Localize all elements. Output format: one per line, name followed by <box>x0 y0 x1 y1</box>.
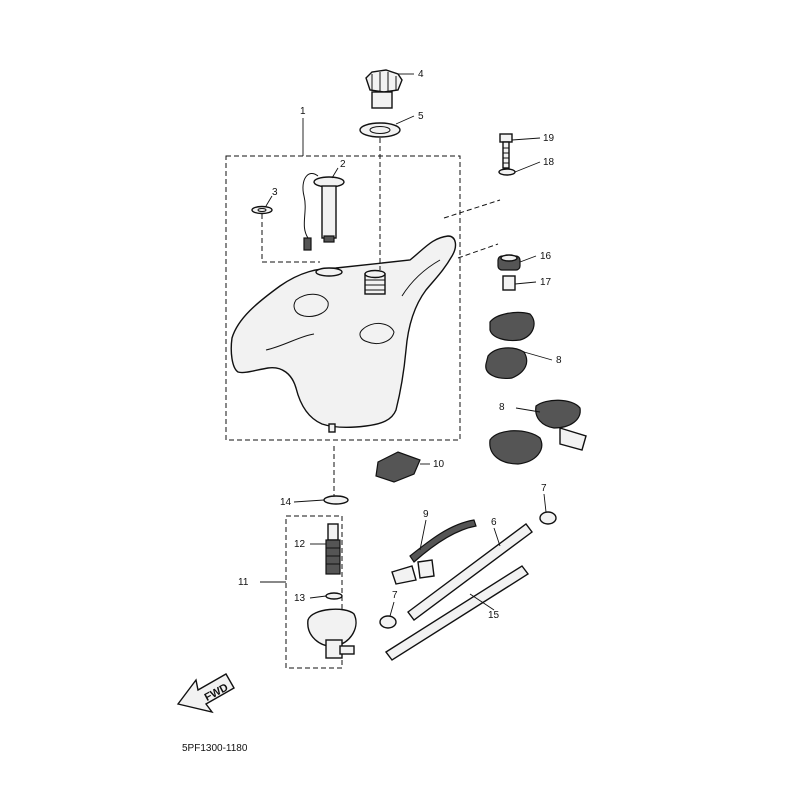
fuel-strainer[interactable] <box>325 523 341 575</box>
fuel-sender-unit[interactable] <box>302 173 345 251</box>
fuel-hose[interactable] <box>407 523 533 621</box>
hose-clamp-right[interactable] <box>539 511 557 525</box>
callout-19: 19 <box>543 133 555 144</box>
callout-8a: 8 <box>556 355 562 366</box>
collar[interactable] <box>502 275 516 291</box>
pad[interactable] <box>375 451 421 483</box>
callout-3: 3 <box>272 187 278 198</box>
damper-guide-line <box>457 243 499 259</box>
callout-10: 10 <box>433 459 445 470</box>
callout-16: 16 <box>540 251 552 262</box>
hose-clamp-left[interactable] <box>379 615 397 629</box>
callout-8b: 8 <box>499 402 505 413</box>
callout-17: 17 <box>540 277 552 288</box>
callout-12: 12 <box>294 539 306 550</box>
diagram-code: 5PF1300-1180 <box>182 743 248 754</box>
callout-5: 5 <box>418 111 424 122</box>
damper[interactable] <box>497 254 521 271</box>
bolt-guide-line <box>443 199 501 219</box>
callout-18: 18 <box>543 157 555 168</box>
callout-13: 13 <box>294 593 306 604</box>
gasket[interactable] <box>251 205 273 215</box>
cap-gasket[interactable] <box>359 122 401 138</box>
callout-2: 2 <box>340 159 346 170</box>
forward-arrow-icon: FWD <box>176 673 235 714</box>
fuel-tank[interactable] <box>230 235 457 433</box>
protector-upper[interactable] <box>485 311 535 379</box>
callout-4: 4 <box>418 69 424 80</box>
callout-6: 6 <box>491 517 497 528</box>
callout-15: 15 <box>488 610 500 621</box>
fuel-cock-group-box <box>285 515 343 669</box>
callout-7a: 7 <box>541 483 547 494</box>
bolt[interactable] <box>499 133 513 169</box>
o-ring[interactable] <box>325 592 343 600</box>
hose-clip-top[interactable] <box>323 495 349 505</box>
washer[interactable] <box>498 168 516 176</box>
callout-1: 1 <box>300 106 306 117</box>
callout-11: 11 <box>238 577 249 588</box>
protector-lower[interactable] <box>489 399 587 465</box>
fuel-cock[interactable] <box>307 608 357 659</box>
fuel-cap[interactable] <box>365 69 403 109</box>
fuel-tank-group-box <box>225 155 461 441</box>
hose-band[interactable] <box>391 519 477 585</box>
callout-9: 9 <box>423 509 429 520</box>
callout-14: 14 <box>280 497 292 508</box>
gasket-guide-line <box>261 214 320 263</box>
breather-hose[interactable] <box>384 565 530 661</box>
callout-7b: 7 <box>392 590 398 601</box>
